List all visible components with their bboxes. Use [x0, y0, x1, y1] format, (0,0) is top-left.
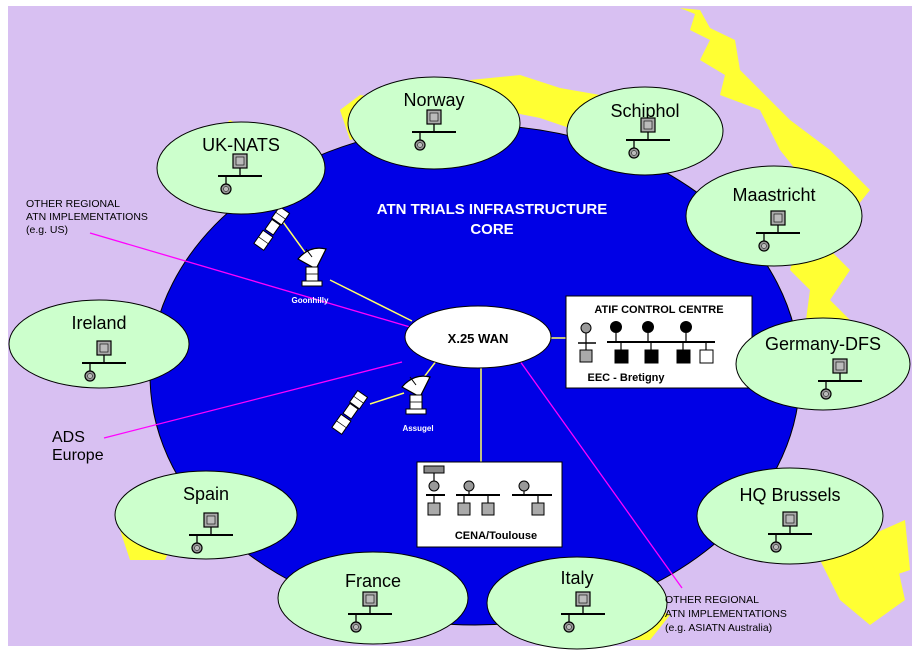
external-links [89, 232, 683, 589]
annotation-other-asia-line1: OTHER REGIONAL [665, 594, 759, 606]
node-norway: Norway [347, 76, 521, 170]
link-other-us [89, 232, 411, 328]
node-label: Maastricht [732, 185, 815, 205]
atif-server-icon-3 [676, 349, 691, 364]
annotation-other-us-line2: ATN IMPLEMENTATIONS [26, 211, 148, 223]
annotation-other-asia-line2: ATN IMPLEMENTATIONS [665, 608, 787, 620]
x25-wan-label: X.25 WAN [448, 331, 509, 346]
annotation-other-us-line1: OTHER REGIONAL [26, 198, 120, 210]
annotation-ads-line1: ADS [52, 429, 85, 446]
annotation-other-us: OTHER REGIONAL ATN IMPLEMENTATIONS (e.g.… [26, 198, 148, 236]
cena-workstation-icon-4 [531, 502, 545, 516]
node-label: Norway [403, 90, 464, 110]
atif-title: ATIF CONTROL CENTRE [594, 304, 723, 316]
cena-toulouse: CENA/Toulouse [416, 461, 563, 548]
node-hq-brussels: HQ Brussels [696, 467, 884, 565]
annotation-other-asia-line3: (e.g. ASIATN Australia) [665, 622, 772, 634]
node-label: France [345, 571, 401, 591]
link-ads-europe [103, 361, 403, 439]
annotation-other-asia: OTHER REGIONAL ATN IMPLEMENTATIONS (e.g.… [665, 594, 787, 634]
cena-workstation-icon-3 [481, 502, 495, 516]
annotation-ads-line2: Europe [52, 447, 104, 464]
node-label: HQ Brussels [739, 485, 840, 505]
node-label: Schiphol [610, 101, 679, 121]
assugel-label: Assugel [402, 424, 433, 433]
node-spain: Spain [114, 470, 298, 560]
atif-control-centre: ATIF CONTROL CENTRE EEC - Bretigny [565, 295, 753, 389]
goonhilly-label: Goonhilly [292, 296, 329, 305]
link-other-asia [511, 349, 683, 589]
cena-workstation-icon-2 [457, 502, 471, 516]
core-title-line1: ATN TRIALS INFRASTRUCTURE [377, 201, 608, 218]
node-italy: Italy [486, 556, 668, 650]
node-label: Spain [183, 484, 229, 504]
link-goonhilly-wan [329, 279, 413, 322]
atif-subtitle: EEC - Bretigny [587, 372, 665, 384]
annotation-ads-europe: ADS Europe [52, 429, 104, 464]
atif-gray-workstation-icon [579, 349, 593, 363]
node-maastricht: Maastricht [685, 165, 863, 267]
node-schiphol: Schiphol [566, 86, 724, 176]
node-france: France [277, 551, 469, 645]
node-label: UK-NATS [202, 135, 280, 155]
node-uk-nats: UK-NATS [156, 121, 326, 215]
atif-terminal-icon [580, 322, 592, 334]
annotation-other-us-line3: (e.g. US) [26, 224, 68, 236]
cena-workstation-icon-1 [427, 502, 441, 516]
atif-server-icon-4 [699, 349, 714, 364]
atif-server-icon-2 [644, 349, 659, 364]
node-label: Ireland [71, 313, 126, 333]
node-ireland: Ireland [8, 299, 190, 389]
cena-label: CENA/Toulouse [455, 530, 537, 542]
node-germany-dfs: Germany-DFS [735, 317, 911, 411]
wan-links [277, 214, 566, 462]
x25-wan-cloud [404, 305, 552, 369]
core-title-line2: CORE [470, 221, 513, 238]
node-label: Germany-DFS [765, 334, 881, 354]
cena-router-icon [423, 465, 445, 474]
atif-server-icon-1 [614, 349, 629, 364]
node-label: Italy [560, 568, 593, 588]
link-satellite-assugel [369, 392, 405, 405]
